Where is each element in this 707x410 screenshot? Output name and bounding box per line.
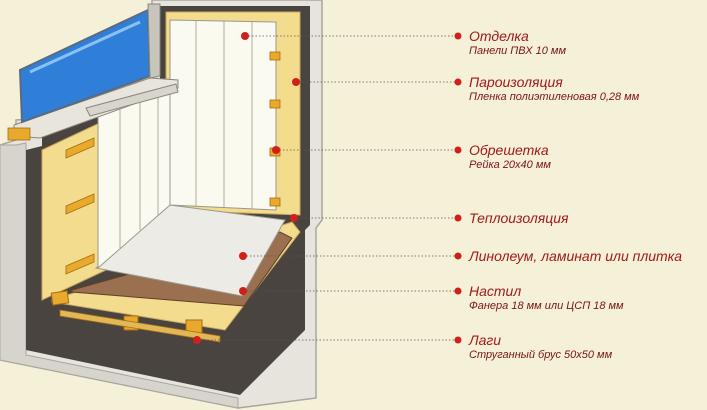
legend-subtitle: Панели ПВХ 10 мм: [469, 45, 566, 57]
batten: [65, 253, 95, 275]
legend-insulation: Теплоизоляция: [469, 210, 569, 226]
marker: [272, 146, 280, 154]
legend-floor-covering: Линолеум, ламинат или плитка: [469, 248, 682, 264]
marker: [292, 78, 300, 86]
legend-marker: [454, 336, 462, 344]
diagram-markers: [193, 32, 300, 344]
legend-marker: [454, 78, 462, 86]
batten: [269, 197, 281, 207]
legend-title: Теплоизоляция: [469, 210, 569, 226]
joist-rail: [59, 309, 221, 343]
legend-decking: Настил Фанера 18 мм или ЦСП 18 мм: [469, 283, 624, 313]
legend-marker: [454, 146, 462, 154]
legend-title: Отделка: [469, 28, 529, 44]
legend-marker: [454, 32, 462, 40]
marker: [241, 32, 249, 40]
legend-marker: [454, 252, 462, 260]
legend-vapor-barrier: Пароизоляция Пленка полиэтиленовая 0,28 …: [469, 74, 639, 104]
legend-finishing: Отделка Панели ПВХ 10 мм: [469, 28, 566, 58]
legend-title: Линолеум, ламинат или плитка: [469, 248, 683, 264]
legend-title: Обрешетка: [469, 142, 549, 158]
leader-lines: [197, 35, 455, 341]
batten: [269, 99, 281, 109]
back-wall-panels: [169, 19, 277, 211]
batten: [269, 51, 281, 61]
batten: [65, 193, 95, 215]
legend-marker: [454, 287, 462, 295]
batten: [65, 137, 95, 159]
window-frame: [147, 3, 161, 79]
legend-title: Настил: [469, 283, 522, 299]
legend-subtitle: Фанера 18 мм или ЦСП 18 мм: [469, 300, 624, 312]
marker: [239, 252, 247, 260]
legend-markers: [454, 32, 462, 344]
legend-title: Лаги: [469, 332, 502, 348]
joist: [50, 290, 70, 306]
legend-marker: [454, 214, 462, 222]
marker: [239, 287, 247, 295]
legend-joists: Лаги Струганный брус 50х50 мм: [469, 332, 612, 362]
legend-subtitle: Пленка полиэтиленовая 0,28 мм: [469, 91, 640, 103]
legend-subtitle: Рейка 20х40 мм: [469, 159, 551, 171]
legend-subtitle: Струганный брус 50х50 мм: [469, 349, 613, 361]
marker: [193, 336, 201, 344]
legend-title: Пароизоляция: [469, 74, 563, 90]
marker: [290, 214, 298, 222]
sill-board: [85, 83, 179, 117]
legend-battens: Обрешетка Рейка 20х40 мм: [469, 142, 551, 172]
